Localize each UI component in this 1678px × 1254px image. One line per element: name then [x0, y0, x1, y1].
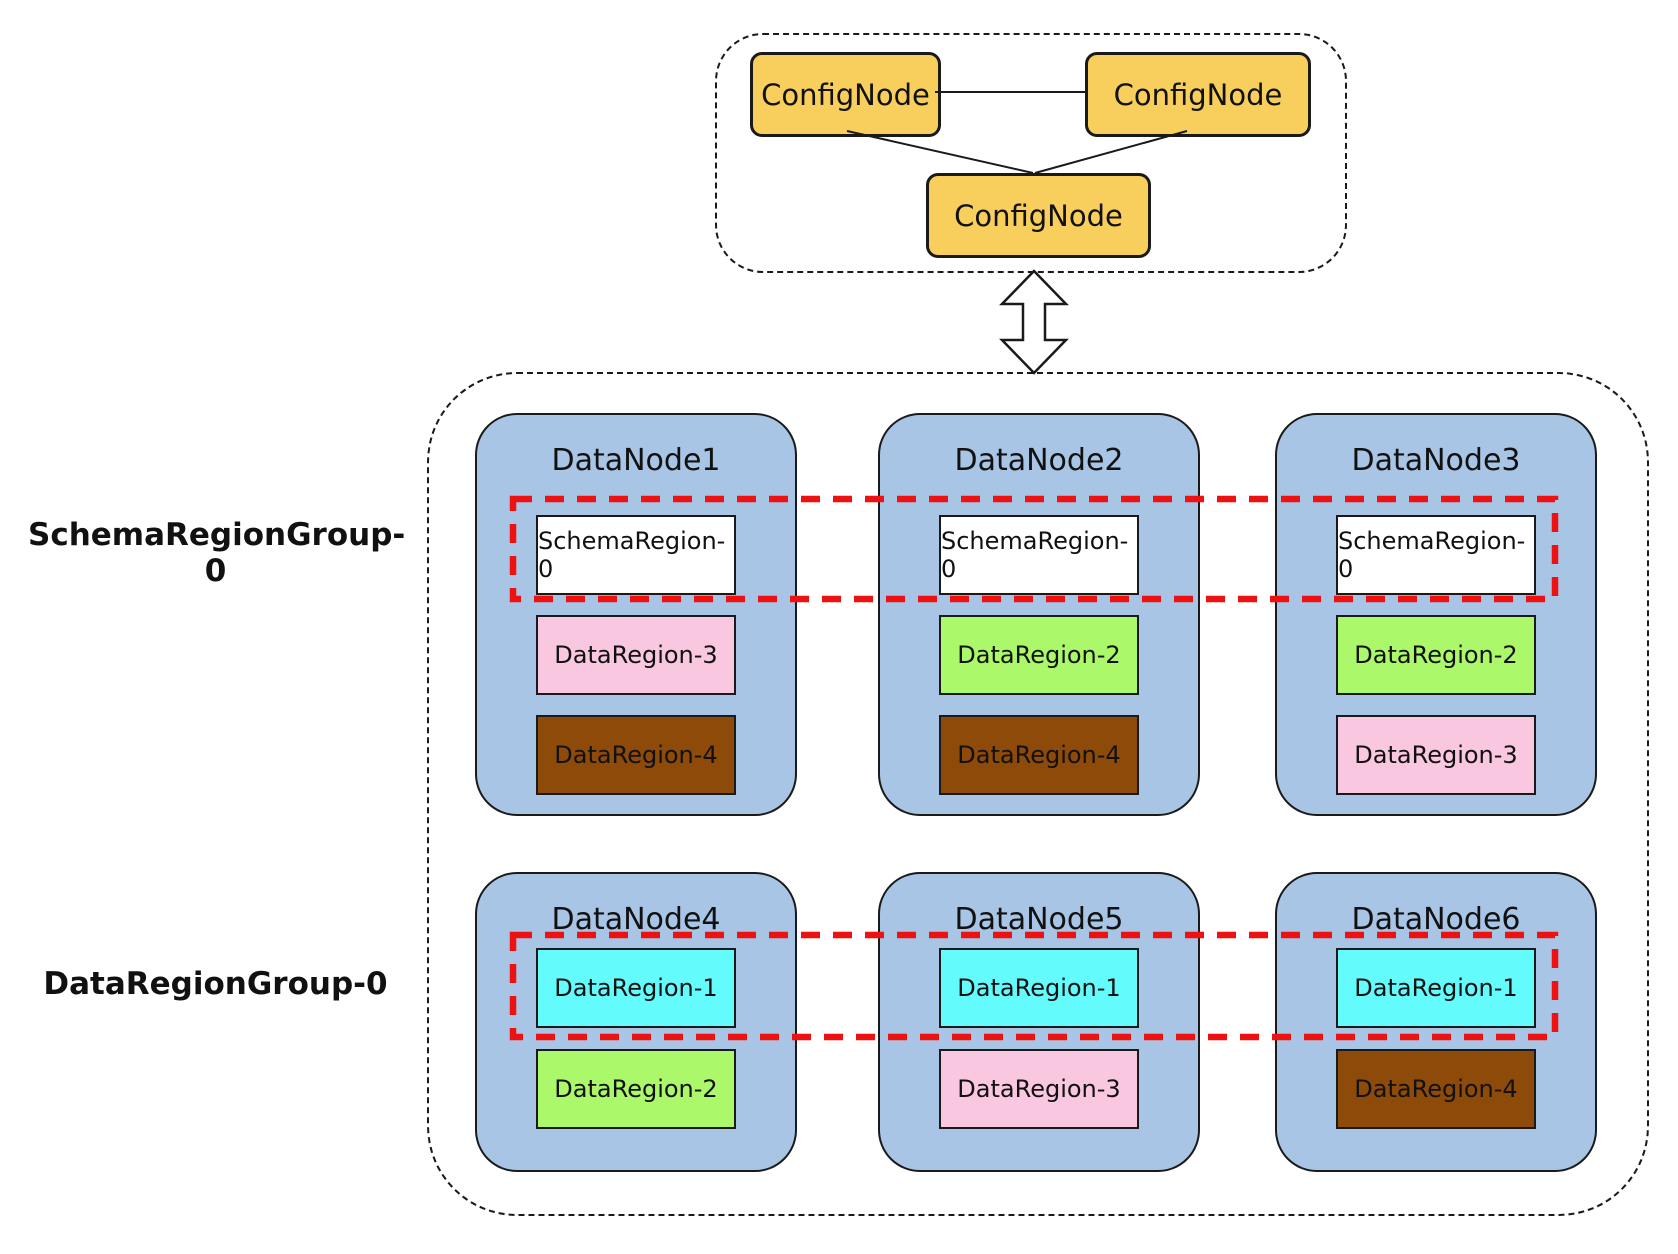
datanode-title: DataNode6 [1351, 902, 1521, 937]
data-region-box: DataRegion-2 [939, 615, 1139, 695]
datanode-box: DataNode6 DataRegion-1 DataRegion-4 [1275, 872, 1597, 1172]
data-region-box: DataRegion-3 [1336, 715, 1536, 795]
datanode-box: DataNode1 SchemaRegion-0 DataRegion-3 Da… [475, 413, 797, 816]
data-region-box: DataRegion-2 [536, 1049, 736, 1129]
sync-double-arrow-icon [999, 269, 1069, 375]
schema-region-group-label: SchemaRegionGroup-0 [28, 517, 406, 589]
schema-region-box: SchemaRegion-0 [536, 515, 736, 595]
data-region-box: DataRegion-3 [536, 615, 736, 695]
data-region-box: DataRegion-1 [939, 948, 1139, 1028]
data-region-group-label: DataRegionGroup-0 [43, 966, 388, 1002]
datanode-box: DataNode2 SchemaRegion-0 DataRegion-2 Da… [878, 413, 1200, 816]
confignode-box: ConfigNode [926, 173, 1151, 258]
datanode-box: DataNode5 DataRegion-1 DataRegion-3 [878, 872, 1200, 1172]
data-region-box: DataRegion-4 [1336, 1049, 1536, 1129]
datanode-box: DataNode4 DataRegion-1 DataRegion-2 [475, 872, 797, 1172]
datanode-title: DataNode3 [1351, 443, 1521, 478]
schema-region-box: SchemaRegion-0 [939, 515, 1139, 595]
datanode-title: DataNode5 [954, 902, 1124, 937]
data-region-box: DataRegion-1 [1336, 948, 1536, 1028]
datanode-title: DataNode4 [551, 902, 721, 937]
datanode-title: DataNode2 [954, 443, 1124, 478]
data-region-box: DataRegion-1 [536, 948, 736, 1028]
datanode-box: DataNode3 SchemaRegion-0 DataRegion-2 Da… [1275, 413, 1597, 816]
datanode-title: DataNode1 [551, 443, 721, 478]
data-region-box: DataRegion-4 [536, 715, 736, 795]
confignode-box: ConfigNode [1085, 52, 1311, 137]
confignode-box: ConfigNode [750, 52, 941, 137]
data-region-box: DataRegion-2 [1336, 615, 1536, 695]
schema-region-box: SchemaRegion-0 [1336, 515, 1536, 595]
data-region-box: DataRegion-4 [939, 715, 1139, 795]
data-region-box: DataRegion-3 [939, 1049, 1139, 1129]
